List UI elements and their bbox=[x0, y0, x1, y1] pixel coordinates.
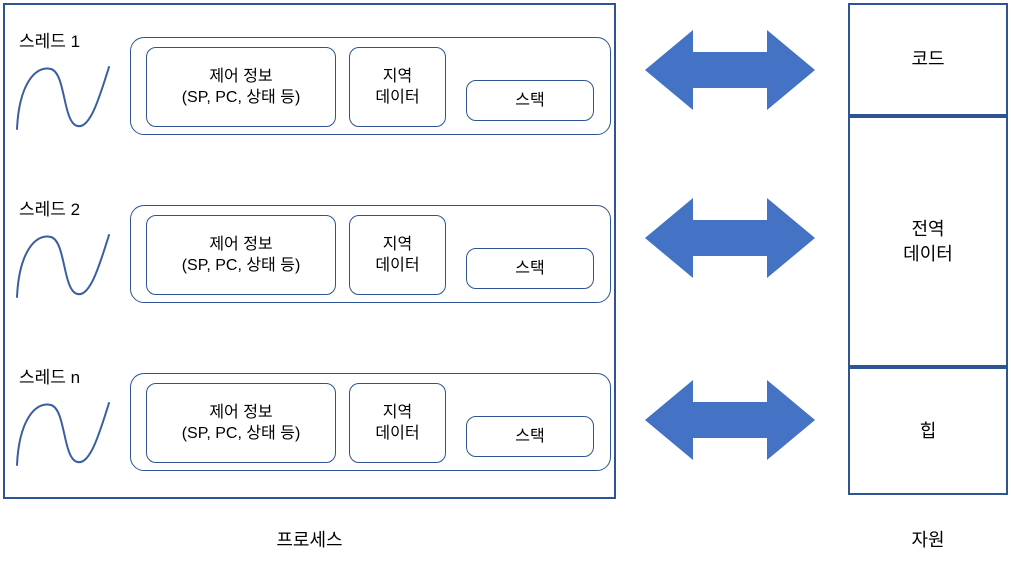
thread-label-2: 스레드 2 bbox=[19, 200, 81, 219]
double-headed-arrow-icon bbox=[645, 370, 815, 470]
thread-container-2: 제어 정보 (SP, PC, 상태 등) 지역 데이터 스택 bbox=[130, 205, 611, 303]
stack-box: 스택 bbox=[466, 248, 594, 289]
thread-row: 스레드 2 제어 정보 (SP, PC, 상태 등) 지역 데이터 bbox=[5, 195, 618, 330]
thread-label-1: 스레드 1 bbox=[19, 32, 81, 51]
resource-caption: 자원 bbox=[911, 530, 945, 550]
sine-curve-icon bbox=[13, 227, 117, 299]
resource-global-line1: 전역 bbox=[911, 218, 945, 239]
sine-curve-icon bbox=[13, 395, 117, 467]
stack-box: 스택 bbox=[466, 80, 594, 121]
local-data-line1: 지역 bbox=[382, 68, 413, 85]
local-data-line1: 지역 bbox=[382, 236, 413, 253]
control-info-box: 제어 정보 (SP, PC, 상태 등) bbox=[146, 215, 336, 295]
resource-box-code: 코드 bbox=[848, 3, 1008, 116]
thread-row: 스레드 1 제어 정보 (SP, PC, 상태 등) 지역 데이터 bbox=[5, 27, 618, 162]
process-box: 스레드 1 제어 정보 (SP, PC, 상태 등) 지역 데이터 bbox=[3, 3, 616, 499]
thread-container-n: 제어 정보 (SP, PC, 상태 등) 지역 데이터 스택 bbox=[130, 373, 611, 471]
resource-box-heap: 힙 bbox=[848, 367, 1008, 495]
local-data-box: 지역 데이터 bbox=[349, 383, 446, 463]
process-caption: 프로세스 bbox=[276, 530, 343, 550]
control-info-line2: (SP, PC, 상태 등) bbox=[181, 257, 301, 274]
double-headed-arrow-icon bbox=[645, 20, 815, 120]
thread-label-n: 스레드 n bbox=[19, 368, 81, 387]
local-data-line2: 데이터 bbox=[375, 425, 420, 442]
control-info-line1: 제어 정보 bbox=[209, 236, 273, 253]
stack-label: 스택 bbox=[515, 92, 545, 109]
double-headed-arrow-icon bbox=[645, 188, 815, 288]
local-data-line1: 지역 bbox=[382, 404, 413, 421]
local-data-line2: 데이터 bbox=[375, 257, 420, 274]
resource-heap-label: 힙 bbox=[919, 420, 937, 441]
control-info-box: 제어 정보 (SP, PC, 상태 등) bbox=[146, 383, 336, 463]
resource-box-global-data: 전역 데이터 bbox=[848, 116, 1008, 367]
resource-panel: 코드 전역 데이터 힙 bbox=[848, 3, 1008, 495]
local-data-line2: 데이터 bbox=[375, 89, 420, 106]
stack-label: 스택 bbox=[515, 260, 545, 277]
control-info-box: 제어 정보 (SP, PC, 상태 등) bbox=[146, 47, 336, 127]
local-data-box: 지역 데이터 bbox=[349, 47, 446, 127]
control-info-line1: 제어 정보 bbox=[209, 404, 273, 421]
resource-global-line2: 데이터 bbox=[903, 243, 953, 264]
sine-curve-icon bbox=[13, 59, 117, 131]
resource-code-label: 코드 bbox=[911, 49, 945, 69]
stack-box: 스택 bbox=[466, 416, 594, 457]
control-info-line2: (SP, PC, 상태 등) bbox=[181, 89, 301, 106]
thread-container-1: 제어 정보 (SP, PC, 상태 등) 지역 데이터 스택 bbox=[130, 37, 611, 135]
stack-label: 스택 bbox=[515, 428, 545, 445]
thread-row: 스레드 n 제어 정보 (SP, PC, 상태 등) 지역 데이터 bbox=[5, 363, 618, 498]
control-info-line2: (SP, PC, 상태 등) bbox=[181, 425, 301, 442]
control-info-line1: 제어 정보 bbox=[209, 68, 273, 85]
local-data-box: 지역 데이터 bbox=[349, 215, 446, 295]
